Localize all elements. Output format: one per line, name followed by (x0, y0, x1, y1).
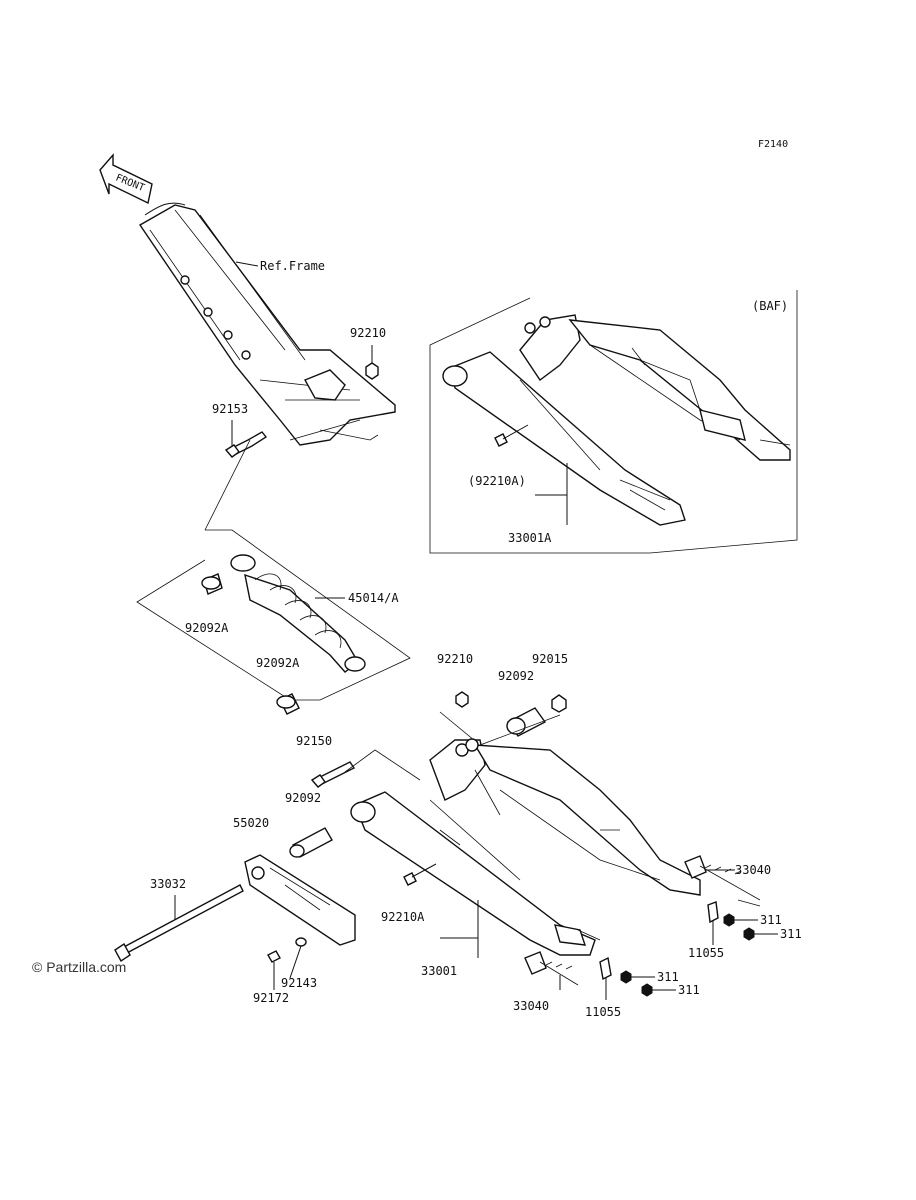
chain-guard-drawing (244, 854, 356, 946)
bolt-icon (403, 863, 437, 886)
part-33040-bottom: 33040 (513, 999, 549, 1013)
shock-group-bracket (136, 529, 411, 701)
part-311-d: 311 (678, 983, 700, 997)
nut-icon (620, 970, 655, 984)
part-33040-right: 33040 (735, 863, 771, 877)
part-92092-mid: 92092 (498, 669, 534, 683)
adjuster-plate-icon (707, 901, 719, 945)
bushing-icon (506, 707, 547, 737)
part-45014A: 45014/A (348, 591, 399, 605)
part-33032: 33032 (150, 877, 186, 891)
nut-icon (365, 345, 379, 380)
leader-line (737, 899, 761, 907)
nut-icon (455, 691, 469, 708)
bushing-icon (276, 693, 300, 715)
chain-adjuster-icon (684, 855, 761, 901)
part-92210-mid: 92210 (437, 652, 473, 666)
ref-frame-label: Ref.Frame (260, 259, 325, 273)
part-55020: 55020 (233, 816, 269, 830)
part-92210A: 92210A (381, 910, 425, 924)
nut-icon (743, 927, 778, 941)
front-arrow-icon: FRONT (99, 153, 153, 205)
leader-line (204, 439, 251, 531)
part-92015: 92015 (532, 652, 568, 666)
part-92210-top: 92210 (350, 326, 386, 340)
nut-icon (641, 983, 676, 997)
leader-line (235, 261, 259, 267)
bushing-icon (289, 827, 333, 858)
washer-icon (289, 937, 307, 979)
bolt-icon (310, 761, 356, 788)
part-92172: 92172 (253, 991, 289, 1005)
axle-icon (114, 884, 244, 963)
part-92092-low: 92092 (285, 791, 321, 805)
bushing-icon (201, 573, 223, 595)
part-11055-bottom: 11055 (585, 1005, 621, 1019)
part-33001: 33001 (421, 964, 457, 978)
leader-line (289, 419, 361, 441)
leader-line (344, 749, 421, 781)
figure-code: F2140 (758, 139, 788, 150)
shock-absorber-drawing (230, 554, 366, 673)
part-92092A-bottom: 92092A (256, 656, 300, 670)
leader-line (577, 929, 601, 941)
part-311-b: 311 (780, 927, 802, 941)
part-92143: 92143 (281, 976, 317, 990)
part-92210A-paren: (92210A) (468, 474, 526, 488)
part-92150: 92150 (296, 734, 332, 748)
part-92153: 92153 (212, 402, 248, 416)
nut-icon (551, 694, 567, 713)
part-33001A: 33001A (508, 531, 552, 545)
variant-label: (BAF) (752, 299, 788, 313)
swingarm-drawing (350, 738, 701, 956)
part-11055-right: 11055 (688, 946, 724, 960)
chain-adjuster-icon (524, 951, 579, 990)
part-311-c: 311 (657, 970, 679, 984)
part-311-a: 311 (760, 913, 782, 927)
frame-drawing (138, 202, 396, 446)
watermark: © Partzilla.com (32, 959, 126, 975)
bolt-icon (224, 420, 268, 458)
part-92092A-top: 92092A (185, 621, 229, 635)
bolt-icon (267, 950, 281, 990)
variant-box (429, 290, 798, 554)
bolt-icon (494, 424, 529, 447)
adjuster-plate-icon (599, 956, 612, 1000)
swingarm-baf-drawing (442, 314, 791, 526)
nut-icon (723, 913, 758, 927)
